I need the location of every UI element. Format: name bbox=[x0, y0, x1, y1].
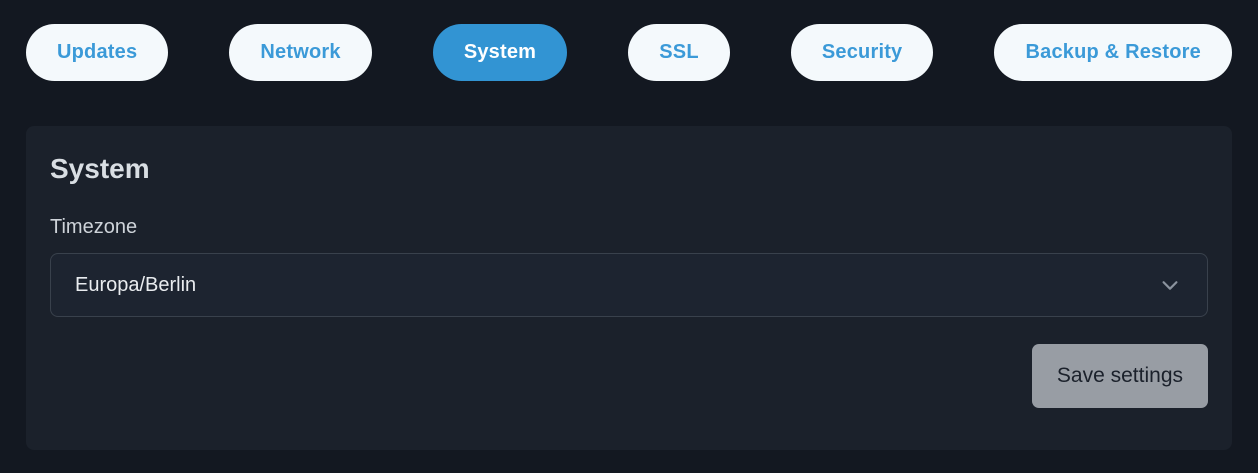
save-settings-button[interactable]: Save settings bbox=[1031, 344, 1208, 408]
tab-backup-restore[interactable]: Backup & Restore bbox=[994, 24, 1232, 81]
system-settings-card: System Timezone Europa/Berlin Save setti… bbox=[26, 126, 1232, 450]
tab-updates[interactable]: Updates bbox=[26, 24, 169, 81]
tab-ssl[interactable]: SSL bbox=[628, 24, 730, 81]
timezone-label: Timezone bbox=[50, 216, 138, 238]
tab-network[interactable]: Network bbox=[229, 24, 372, 81]
chevron-down-icon bbox=[1162, 281, 1178, 290]
tab-security[interactable]: Security bbox=[790, 24, 934, 81]
timezone-selected-value: Europa/Berlin bbox=[75, 273, 197, 296]
tab-system[interactable]: System bbox=[432, 24, 568, 81]
timezone-select[interactable]: Europa/Berlin bbox=[50, 253, 1208, 317]
card-actions: Save settings bbox=[50, 344, 1208, 408]
page-title: System bbox=[50, 153, 150, 184]
settings-nav: Updates Network System SSL Security Back… bbox=[0, 0, 1258, 81]
